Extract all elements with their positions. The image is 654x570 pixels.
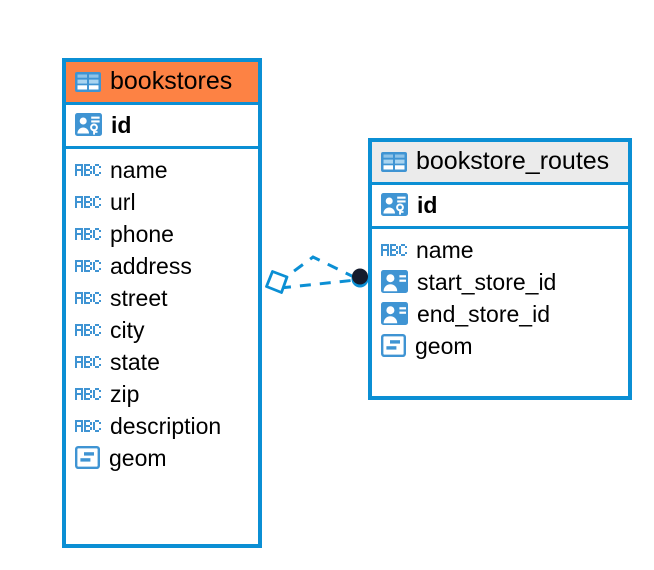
abc-text-icon bbox=[75, 259, 101, 272]
abc-text-icon bbox=[75, 163, 101, 176]
field-row-city[interactable]: city bbox=[66, 314, 258, 346]
field-row-name[interactable]: name bbox=[372, 234, 628, 266]
field-label-geom: geom bbox=[415, 332, 473, 359]
entity-header-bookstores: bookstores bbox=[66, 62, 258, 105]
field-row-description[interactable]: description bbox=[66, 410, 258, 442]
abc-text-icon bbox=[75, 291, 101, 304]
field-label-phone: phone bbox=[110, 220, 174, 247]
entity-header-bookstore-routes: bookstore_routes bbox=[372, 142, 628, 185]
field-row-url[interactable]: url bbox=[66, 186, 258, 218]
primary-key-section-bookstores: id bbox=[66, 105, 258, 149]
abc-text-icon bbox=[75, 387, 101, 400]
abc-text-icon bbox=[75, 323, 101, 336]
field-section-bookstore-routes: name start_store_id bbox=[372, 229, 628, 368]
foreign-key-icon bbox=[381, 302, 408, 326]
geometry-icon bbox=[381, 334, 406, 358]
table-icon bbox=[381, 151, 407, 172]
entity-bookstore-routes[interactable]: bookstore_routes id bbox=[368, 138, 632, 400]
field-row-state[interactable]: state bbox=[66, 346, 258, 378]
abc-text-icon bbox=[75, 195, 101, 208]
relationship-endpoint-ring bbox=[351, 270, 369, 288]
entity-bookstores[interactable]: bookstores id bbox=[62, 58, 262, 548]
abc-text-icon bbox=[75, 227, 101, 240]
field-label-zip: zip bbox=[110, 380, 140, 407]
field-label-description: description bbox=[110, 412, 222, 439]
field-label-city: city bbox=[110, 316, 145, 343]
field-label-id: id bbox=[417, 191, 438, 218]
relationship-line-lower bbox=[279, 278, 357, 290]
entity-title-bookstore-routes: bookstore_routes bbox=[416, 147, 610, 175]
abc-text-icon bbox=[75, 419, 101, 432]
field-label-name: name bbox=[110, 156, 168, 183]
field-label-state: state bbox=[110, 348, 160, 375]
field-row-start-store-id[interactable]: start_store_id bbox=[372, 266, 628, 298]
field-label-start-store-id: start_store_id bbox=[417, 268, 557, 295]
field-row-address[interactable]: address bbox=[66, 250, 258, 282]
field-row-phone[interactable]: phone bbox=[66, 218, 258, 250]
field-section-bookstores: name url bbox=[66, 149, 258, 480]
field-label-url: url bbox=[110, 188, 136, 215]
entity-title-bookstores: bookstores bbox=[110, 67, 233, 95]
field-label-street: street bbox=[110, 284, 168, 311]
field-label-address: address bbox=[110, 252, 192, 279]
relationship-endpoint-circle bbox=[352, 268, 368, 285]
field-row-geom[interactable]: geom bbox=[372, 330, 628, 362]
field-label-name: name bbox=[416, 236, 474, 263]
field-label-geom: geom bbox=[109, 444, 167, 471]
field-row-geom[interactable]: geom bbox=[66, 442, 258, 474]
primary-key-icon bbox=[75, 113, 102, 137]
table-icon bbox=[75, 71, 101, 92]
field-row-street[interactable]: street bbox=[66, 282, 258, 314]
field-row-name[interactable]: name bbox=[66, 154, 258, 186]
field-label-end-store-id: end_store_id bbox=[417, 300, 550, 327]
geometry-icon bbox=[75, 446, 100, 470]
foreign-key-icon bbox=[381, 270, 408, 294]
field-label-id: id bbox=[111, 111, 132, 138]
relationship-line-upper bbox=[277, 255, 357, 285]
abc-text-icon bbox=[381, 243, 407, 256]
field-row-end-store-id[interactable]: end_store_id bbox=[372, 298, 628, 330]
field-row-id[interactable]: id bbox=[372, 189, 628, 221]
abc-text-icon bbox=[75, 355, 101, 368]
primary-key-section-bookstore-routes: id bbox=[372, 185, 628, 229]
field-row-id[interactable]: id bbox=[66, 109, 258, 141]
primary-key-icon bbox=[381, 193, 408, 217]
field-row-zip[interactable]: zip bbox=[66, 378, 258, 410]
relationship-endpoint-diamond bbox=[265, 270, 289, 294]
